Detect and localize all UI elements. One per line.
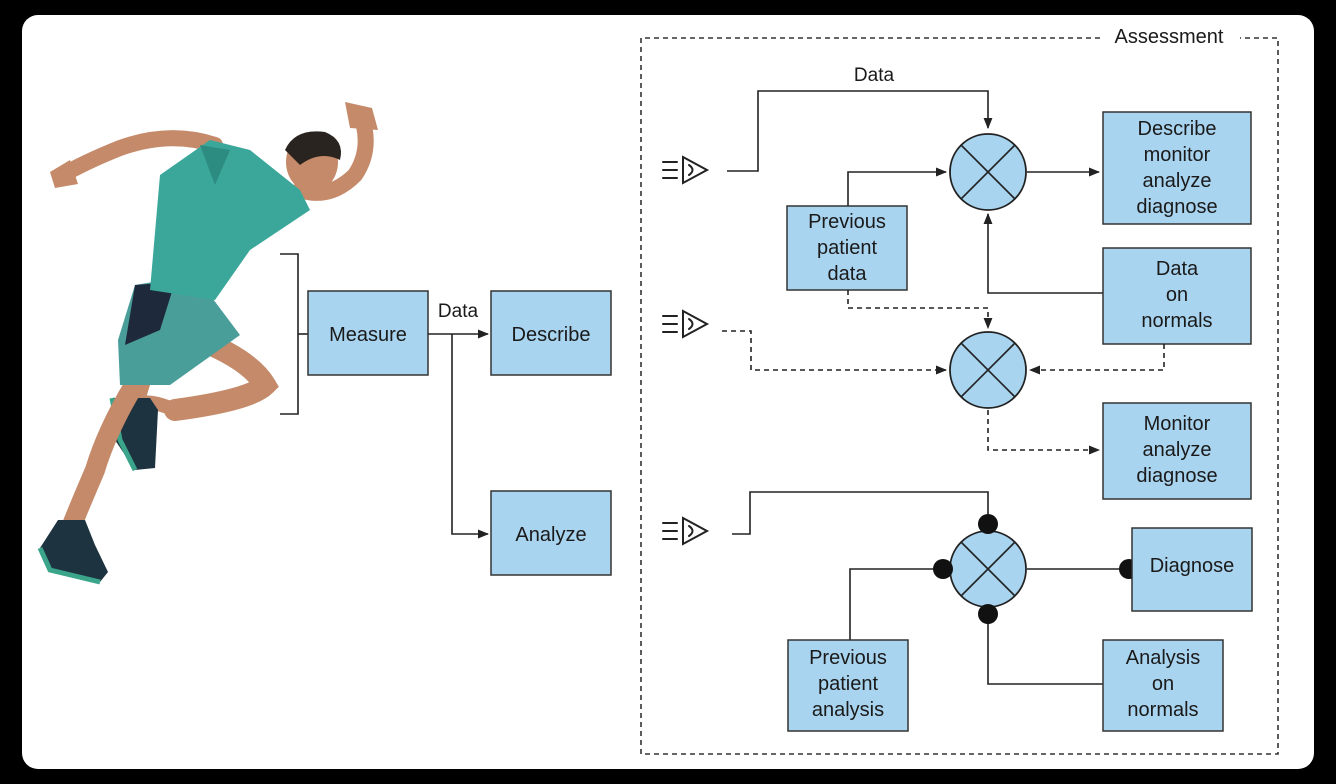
top-output-box: Describe monitor analyze diagnose xyxy=(1102,111,1252,225)
eye-icon xyxy=(662,309,710,339)
svg-text:Previous: Previous xyxy=(808,211,886,233)
svg-text:Analysis: Analysis xyxy=(1126,647,1200,669)
bottom-connectors xyxy=(732,491,1130,685)
svg-text:patient: patient xyxy=(817,237,877,259)
bottom-multiplier xyxy=(949,530,1027,608)
middle-connectors xyxy=(722,290,1165,455)
svg-text:diagnose: diagnose xyxy=(1136,465,1217,487)
left-data-connector xyxy=(428,329,490,539)
svg-text:Diagnose: Diagnose xyxy=(1150,555,1235,577)
measure-label: Measure xyxy=(329,324,407,346)
eye-icon xyxy=(662,516,710,546)
svg-text:analyze: analyze xyxy=(1143,439,1212,461)
left-data-label: Data xyxy=(438,301,479,322)
svg-text:analysis: analysis xyxy=(812,699,884,721)
measure-box: Measure xyxy=(307,290,429,376)
top-multiplier xyxy=(949,133,1027,211)
svg-text:diagnose: diagnose xyxy=(1136,196,1217,218)
middle-multiplier xyxy=(949,331,1027,409)
svg-text:normals: normals xyxy=(1141,310,1212,332)
svg-text:monitor: monitor xyxy=(1144,144,1211,166)
eye-icon xyxy=(662,155,710,185)
assessment-title: Assessment xyxy=(1115,26,1224,48)
svg-text:Monitor: Monitor xyxy=(1144,413,1211,435)
measure-bracket xyxy=(280,253,308,415)
middle-output-box: Monitor analyze diagnose xyxy=(1102,402,1252,500)
top-data-label: Data xyxy=(854,65,895,86)
diagnose-box: Diagnose xyxy=(1131,527,1253,612)
svg-text:patient: patient xyxy=(818,673,878,695)
runner-figure xyxy=(37,102,378,585)
svg-text:data: data xyxy=(828,263,868,285)
assessment-frame: Assessment xyxy=(640,26,1279,755)
svg-text:on: on xyxy=(1152,673,1174,695)
analyze-box: Analyze xyxy=(490,490,612,576)
svg-text:Data: Data xyxy=(1156,258,1199,280)
data-on-normals-box: Data on normals xyxy=(1102,247,1252,345)
svg-text:Previous: Previous xyxy=(809,647,887,669)
svg-text:analyze: analyze xyxy=(1143,170,1212,192)
previous-patient-analysis-box: Previous patient analysis xyxy=(787,639,909,732)
describe-box: Describe xyxy=(490,290,612,376)
svg-text:Describe: Describe xyxy=(1138,118,1217,140)
analysis-on-normals-box: Analysis on normals xyxy=(1102,639,1224,732)
previous-patient-data-box: Previous patient data xyxy=(786,205,908,291)
describe-label: Describe xyxy=(512,324,591,346)
svg-text:normals: normals xyxy=(1127,699,1198,721)
top-connectors xyxy=(727,90,1103,294)
analyze-label: Analyze xyxy=(515,524,586,546)
svg-text:on: on xyxy=(1166,284,1188,306)
